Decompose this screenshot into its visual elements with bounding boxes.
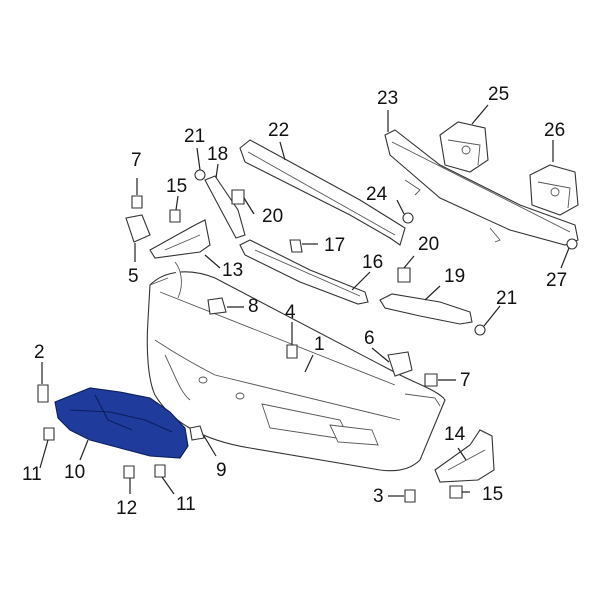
bolt-17-part[interactable] [289, 239, 303, 253]
nut-27-part[interactable] [566, 238, 578, 250]
bracket-5-part[interactable] [125, 214, 151, 243]
callout-10: 10 [64, 462, 85, 483]
mount-bracket-upper-part[interactable] [439, 121, 489, 173]
callout-19: 19 [444, 266, 465, 287]
bumper-cover-part[interactable] [146, 261, 446, 472]
screw-2-part[interactable] [37, 384, 49, 403]
mount-bracket-lower-part[interactable] [529, 164, 579, 216]
clip-11-left-part[interactable] [43, 427, 55, 441]
nut-24-part[interactable] [402, 212, 414, 224]
callout-11-left: 11 [22, 464, 42, 485]
clip-8-part[interactable] [207, 297, 227, 315]
callout-20-lower: 20 [418, 234, 439, 255]
callout-3: 3 [373, 486, 384, 507]
leader-lines [39, 104, 570, 497]
callout-9: 9 [216, 460, 227, 481]
callout-18: 18 [207, 144, 228, 165]
nut-21-right-part[interactable] [474, 324, 486, 336]
callout-labels: 1 2 3 4 5 6 7 7 8 9 10 11 11 12 13 14 15… [22, 84, 567, 519]
callout-15-upper: 15 [166, 176, 187, 197]
bolt-7-upper-part[interactable] [131, 195, 143, 209]
lower-splash-shield-part[interactable] [54, 387, 189, 459]
bolt-20-upper-part[interactable] [231, 189, 245, 205]
reinforcement-beam-part[interactable] [384, 129, 579, 246]
callout-7-upper: 7 [131, 150, 142, 171]
callout-27: 27 [546, 270, 567, 291]
callout-5: 5 [128, 266, 139, 287]
bolt-20-lower-part[interactable] [397, 267, 411, 283]
nut-21-upper-part[interactable] [194, 169, 206, 181]
callout-20-upper: 20 [262, 206, 283, 227]
bolt-7-lower-part[interactable] [424, 373, 438, 387]
screw-4-part[interactable] [286, 344, 298, 359]
callout-7-lower: 7 [460, 370, 471, 391]
bolt-15-lower-part[interactable] [449, 485, 463, 499]
callout-23: 23 [377, 88, 398, 109]
callout-24: 24 [366, 184, 388, 205]
clip-11-right-part[interactable] [154, 464, 166, 478]
clip-9-part[interactable] [189, 425, 205, 441]
bolt-15-upper-part[interactable] [169, 209, 181, 223]
callout-15-lower: 15 [482, 484, 503, 505]
callout-6: 6 [364, 328, 375, 349]
energy-absorber-part[interactable] [239, 139, 406, 246]
side-mount-bracket-part[interactable] [149, 219, 211, 259]
callout-22: 22 [268, 120, 289, 141]
clip-12-part[interactable] [123, 465, 135, 479]
callout-12: 12 [116, 498, 137, 519]
side-support-right-part[interactable] [434, 429, 495, 483]
callout-16: 16 [362, 252, 383, 273]
callout-13: 13 [222, 260, 243, 281]
clip-6-part[interactable] [387, 351, 413, 377]
screw-3-part[interactable] [404, 489, 416, 503]
callout-4: 4 [285, 302, 296, 323]
callout-21-right: 21 [496, 288, 517, 309]
callout-17: 17 [324, 235, 345, 256]
callout-26: 26 [544, 120, 565, 141]
bumper-retainer-part[interactable] [239, 239, 369, 305]
side-bracket-left-part[interactable] [204, 175, 246, 239]
callout-8: 8 [248, 296, 259, 317]
callout-1: 1 [314, 334, 325, 355]
callout-21-upper: 21 [184, 126, 205, 147]
callout-25: 25 [488, 84, 509, 105]
callout-11-right: 11 [176, 494, 196, 515]
callout-14: 14 [444, 424, 466, 445]
callout-2: 2 [34, 342, 45, 363]
side-retainer-right-part[interactable] [379, 293, 473, 325]
